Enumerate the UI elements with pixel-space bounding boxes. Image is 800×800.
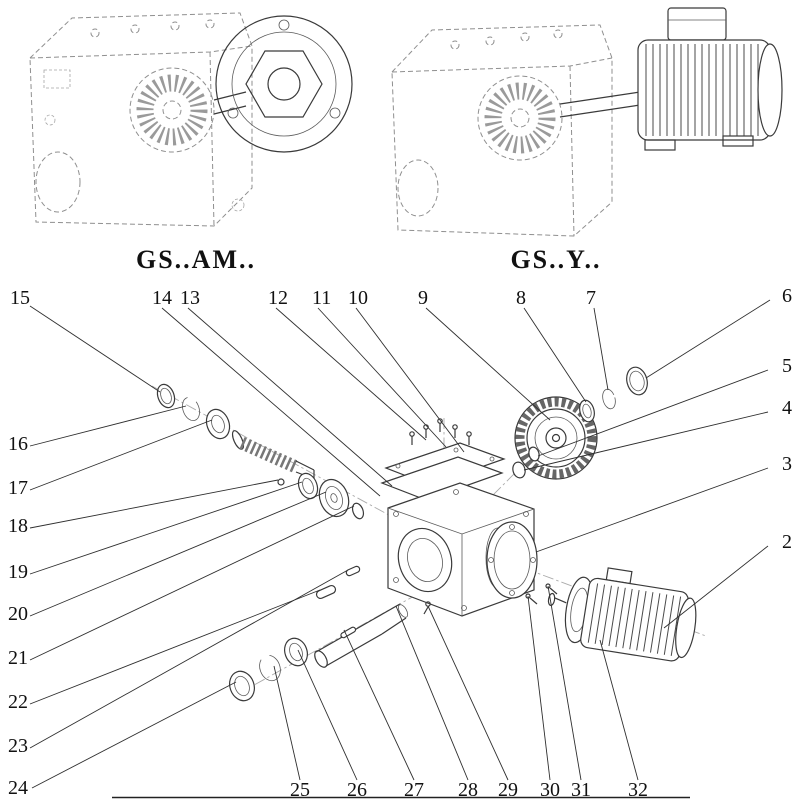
part-adapter-flange [486, 521, 538, 599]
part-shim-4 [512, 461, 526, 479]
figure-gs-y: GS..Y.. [391, 7, 783, 274]
part-seal-output [229, 670, 255, 702]
callout-17: 17 [8, 477, 28, 499]
part-bearing-output [284, 637, 308, 667]
callout-numbers: 15 14 13 12 11 10 9 8 7 6 5 4 3 2 16 17 … [8, 285, 792, 800]
part-cover-gasket [380, 456, 504, 501]
callout-25: 25 [290, 779, 310, 800]
worm-wheel-dashed [477, 75, 563, 161]
part-flange-bolt-31 [545, 583, 558, 595]
part-key-23 [345, 565, 361, 577]
worm-wheel-dashed [129, 67, 215, 153]
callout-29: 29 [498, 779, 518, 800]
part-washer-disc [318, 478, 350, 518]
figure-label-gs-am: GS..AM.. [136, 245, 256, 274]
callout-15: 15 [10, 287, 30, 309]
callout-18: 18 [8, 515, 28, 537]
callout-2: 2 [782, 531, 792, 553]
callout-8: 8 [516, 287, 526, 309]
callout-11: 11 [312, 287, 331, 309]
callout-4: 4 [782, 397, 792, 419]
callout-23: 23 [8, 735, 28, 757]
callout-28: 28 [458, 779, 478, 800]
callout-6: 6 [782, 285, 792, 307]
part-gear-circlip [602, 388, 616, 410]
callout-19: 19 [8, 561, 28, 583]
callout-5: 5 [782, 355, 792, 377]
callout-31: 31 [571, 779, 591, 800]
callout-9: 9 [418, 287, 428, 309]
callout-24: 24 [8, 777, 28, 799]
callout-14: 14 [152, 287, 172, 309]
part-circlip-output [259, 654, 281, 682]
callout-20: 20 [8, 603, 28, 625]
electric-motor [637, 7, 783, 151]
exploded-view: 15 14 13 12 11 10 9 8 7 6 5 4 3 2 16 17 … [8, 285, 792, 800]
callout-12: 12 [268, 287, 288, 309]
part-retaining-ring [626, 366, 648, 396]
part-bearing-rear [297, 472, 319, 500]
callout-22: 22 [8, 691, 28, 713]
part-circlip-input [182, 396, 200, 422]
part-gear-washer [579, 399, 595, 423]
callout-26: 26 [347, 779, 367, 800]
part-worm-shaft [231, 430, 315, 480]
part-output-shaft [314, 603, 409, 668]
part-key-22 [315, 584, 337, 600]
figure-gs-am: GS..AM.. [29, 12, 353, 274]
part-bearing-input [205, 408, 231, 440]
part-spacer-ring [351, 502, 365, 520]
callout-30: 30 [540, 779, 560, 800]
leader-lines [29, 299, 771, 789]
callout-21: 21 [8, 647, 28, 669]
figure-label-gs-y: GS..Y.. [510, 245, 601, 274]
part-motor [547, 567, 697, 662]
callout-16: 16 [8, 433, 28, 455]
part-shim-5 [528, 446, 540, 462]
callout-3: 3 [782, 453, 792, 475]
part-pin [277, 478, 285, 486]
output-flange [213, 15, 353, 153]
callout-13: 13 [180, 287, 200, 309]
part-flange-bolt-30 [525, 593, 538, 605]
callout-10: 10 [348, 287, 368, 309]
callout-7: 7 [586, 287, 596, 309]
callout-27: 27 [404, 779, 424, 800]
callout-32: 32 [628, 779, 648, 800]
part-oil-seal [156, 383, 176, 409]
